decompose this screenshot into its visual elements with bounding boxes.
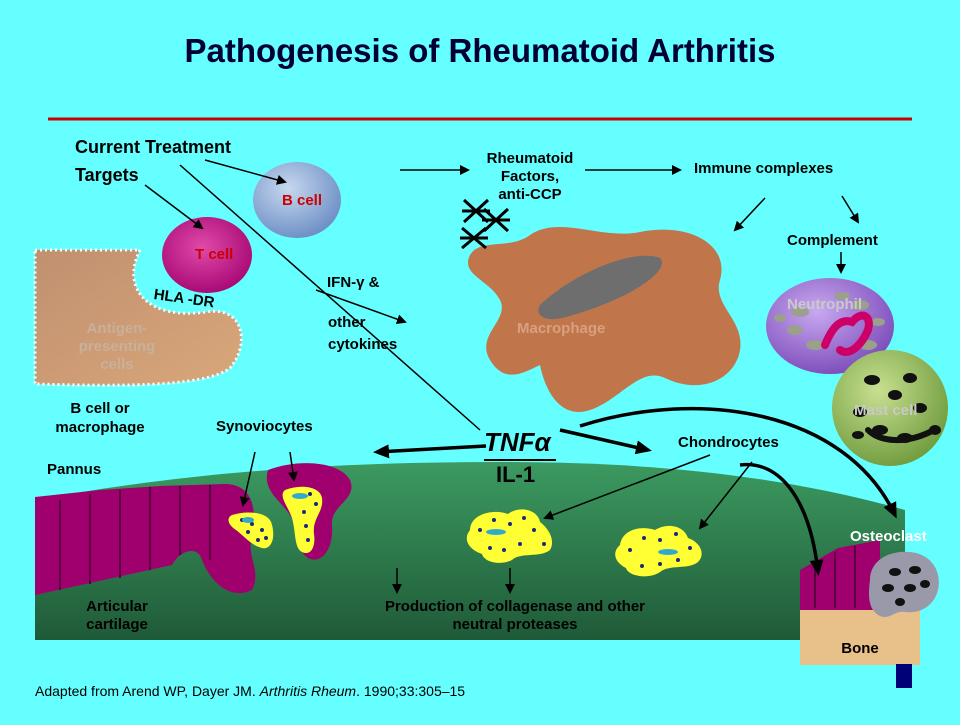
cytokine-arrows: [373, 406, 897, 576]
citation: Adapted from Arend WP, Dayer JM. Arthrit…: [35, 683, 465, 699]
osteoclast-nuclei: [882, 566, 930, 606]
page-title: Pathogenesis of Rheumatoid Arthritis: [184, 32, 776, 69]
ifn-suffix: &: [364, 274, 380, 291]
macrophage-nucleus: [538, 255, 663, 320]
synoviocyte-shape: [282, 486, 323, 554]
current-treatment-label: Current Treatment: [75, 137, 232, 157]
chondrocytes-label: Chondrocytes: [678, 434, 779, 451]
antigen-presenting-cell-shape: [33, 248, 243, 387]
pannus-striations: [59, 485, 211, 590]
articular-cartilage-line2: cartilage: [86, 616, 148, 633]
targets-label: Targets: [75, 165, 139, 185]
ifn-prefix: IFN-: [327, 274, 357, 291]
chondrocyte-shape: [466, 509, 553, 563]
tnf-text: TNF: [484, 427, 535, 457]
production-line1: Production of collagenase and other: [384, 598, 646, 615]
citation-prefix: Adapted from Arend WP, Dayer JM.: [35, 683, 260, 699]
ifn-gamma-label: IFN-γ &: [327, 274, 380, 291]
mast-cell-label: Mast cell: [854, 402, 918, 419]
bone-pannus-shape: [800, 540, 880, 610]
immune-complexes-label: Immune complexes: [694, 160, 834, 177]
osteoclast-label: Osteoclast: [850, 528, 927, 545]
pathway-arrows: [144, 159, 860, 594]
bone-label: Bone: [841, 640, 879, 657]
neutrophil-label: Neutrophil: [787, 296, 862, 313]
b-cell-label: B cell: [282, 192, 323, 209]
slide-marker: [896, 664, 912, 688]
synoviocyte-shape: [228, 512, 274, 549]
il1-label: IL-1: [496, 462, 536, 487]
rheumatoid-factors-line3: anti-CCP: [498, 186, 562, 203]
macrophage-label: Macrophage: [517, 320, 606, 337]
apc-label-line1: Antigen-: [86, 320, 148, 337]
citation-suffix: . 1990;33:305–15: [356, 683, 466, 699]
alpha-symbol: α: [534, 427, 551, 457]
neutrophil-nucleus: [821, 311, 873, 356]
b-cell-shape: [253, 162, 341, 238]
rheumatoid-factors-line1: Rheumatoid: [486, 150, 574, 167]
production-line2: neutral proteases: [452, 616, 578, 633]
other-label: other: [328, 314, 366, 331]
neutrophil-granules: [774, 292, 885, 350]
osteoclast-shape: [869, 551, 939, 617]
antibody-symbols: [460, 198, 510, 250]
complement-label: Complement: [787, 232, 878, 249]
rheumatoid-factors-line2: Factors,: [500, 168, 560, 185]
pannus-label: Pannus: [47, 461, 102, 478]
macrophage-shape: [467, 227, 741, 412]
chondrocyte-shape: [615, 525, 702, 577]
apc-label-line2: presenting: [78, 338, 156, 355]
apc-label-line3: cells: [100, 356, 134, 373]
cytokines-label: cytokines: [328, 336, 398, 353]
synoviocytes-label: Synoviocytes: [216, 418, 313, 435]
t-cell-shape: [162, 217, 252, 293]
gamma-symbol: γ: [356, 274, 365, 291]
t-cell-label: T cell: [195, 246, 234, 263]
tnf-alpha-label: TNFα: [484, 427, 551, 458]
bcell-macrophage-line2: macrophage: [55, 419, 145, 436]
citation-journal: Arthritis Rheum: [259, 683, 357, 699]
bcell-macrophage-line1: B cell or: [70, 400, 130, 417]
articular-cartilage-line1: Articular: [86, 598, 148, 615]
